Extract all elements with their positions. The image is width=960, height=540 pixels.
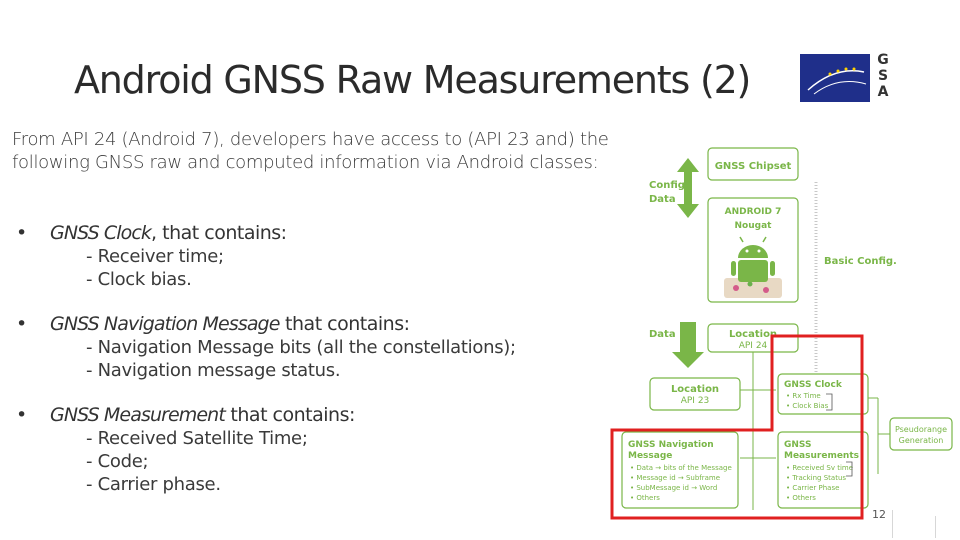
pseudorange-label: Generation <box>899 436 944 445</box>
gnss-clock-title: GNSS Clock <box>784 380 843 390</box>
measurements-item: • Others <box>786 494 816 502</box>
nav-message-item: • Others <box>630 494 660 502</box>
data-arrow-icon <box>672 322 704 368</box>
bullet-suffix: that contains: <box>279 313 410 335</box>
location-api23-sub: API 23 <box>681 396 710 406</box>
logo <box>800 54 870 102</box>
bullet-item: - Navigation message status. <box>86 360 341 381</box>
bullet-name: GNSS Navigation Message <box>50 313 280 335</box>
logo-letters: G S A <box>875 52 891 100</box>
bullet-suffix: , that contains: <box>151 222 287 244</box>
config-arrow-icon <box>677 158 699 218</box>
config-label: Config. <box>649 180 689 191</box>
measurements-title: GNSS <box>784 440 811 450</box>
logo-letter: S <box>877 68 889 84</box>
gnss-architecture-diagram: Config. Data Data GNSS Chipset ANDROID 7… <box>610 147 953 520</box>
bullet-item: - Receiver time; <box>86 246 224 267</box>
measurements-item: • Tracking Status <box>786 474 846 482</box>
nav-message-title: Message <box>628 451 672 461</box>
slide-title: Android GNSS Raw Measurements (2) <box>74 58 751 102</box>
gnss-clock-item: • Rx Time <box>786 392 821 400</box>
nav-message-item: • Data → bits of the Message <box>630 464 732 472</box>
nav-message-box <box>621 431 739 509</box>
pseudorange-box <box>889 417 953 451</box>
bullet-heading: GNSS Navigation Message that contains: <box>50 313 410 335</box>
bullet-item: - Clock bias. <box>86 269 192 290</box>
measurements-item: • Received Sv time <box>786 464 853 472</box>
intro-text: From API 24 (Android 7), developers have… <box>12 129 609 173</box>
measurements-title: Measurements <box>784 451 859 461</box>
decor-line <box>892 510 893 538</box>
bullet-item: - Received Satellite Time; <box>86 428 308 449</box>
config-label: Data <box>649 194 676 205</box>
bullet-marker: • <box>16 313 28 335</box>
bullet-heading: GNSS Clock, that contains: <box>50 222 287 244</box>
android-label: Nougat <box>735 221 773 231</box>
highlight-outline <box>610 334 864 520</box>
bullet-item: - Carrier phase. <box>86 474 221 495</box>
nav-message-title: GNSS Navigation <box>628 440 714 450</box>
android-robot-icon <box>724 236 782 298</box>
basic-config-label: Basic Config. <box>824 256 897 267</box>
location-api24-sub: API 24 <box>739 341 768 351</box>
logo-letter: G <box>877 52 889 68</box>
nav-message-item: • SubMessage id → Word <box>630 484 717 492</box>
android-label: ANDROID 7 <box>725 207 782 217</box>
gnss-clock-box <box>777 373 869 415</box>
bullet-suffix: that contains: <box>224 404 355 426</box>
measurements-item: • Carrier Phase <box>786 484 839 492</box>
data-label: Data <box>649 329 676 340</box>
bullet-name: GNSS Measurement <box>50 404 226 426</box>
bullet-marker: • <box>16 404 28 426</box>
bullet-heading: GNSS Measurement that contains: <box>50 404 355 426</box>
decor-line <box>935 516 936 538</box>
bracket-icon <box>826 393 833 411</box>
stars-logo-icon <box>807 67 867 95</box>
location-api23-label: Location <box>671 384 719 395</box>
measurements-box <box>777 431 869 509</box>
gnss-clock-item: • Clock Bias <box>786 402 829 410</box>
nav-message-item: • Message id → Subframe <box>630 474 720 482</box>
bullet-name: GNSS Clock <box>50 222 152 244</box>
bracket-icon <box>846 461 853 477</box>
page-number: 12 <box>872 508 886 521</box>
location-api23-box <box>649 377 741 411</box>
location-api24-label: Location <box>729 329 777 340</box>
bullet-marker: • <box>16 222 28 244</box>
chipset-label: GNSS Chipset <box>715 161 792 172</box>
chipset-box <box>707 147 799 181</box>
bullet-item: - Navigation Message bits (all the const… <box>86 337 516 358</box>
bullet-item: - Code; <box>86 451 149 472</box>
logo-letter: A <box>877 84 889 100</box>
pseudorange-label: Pseudorange <box>895 425 947 434</box>
